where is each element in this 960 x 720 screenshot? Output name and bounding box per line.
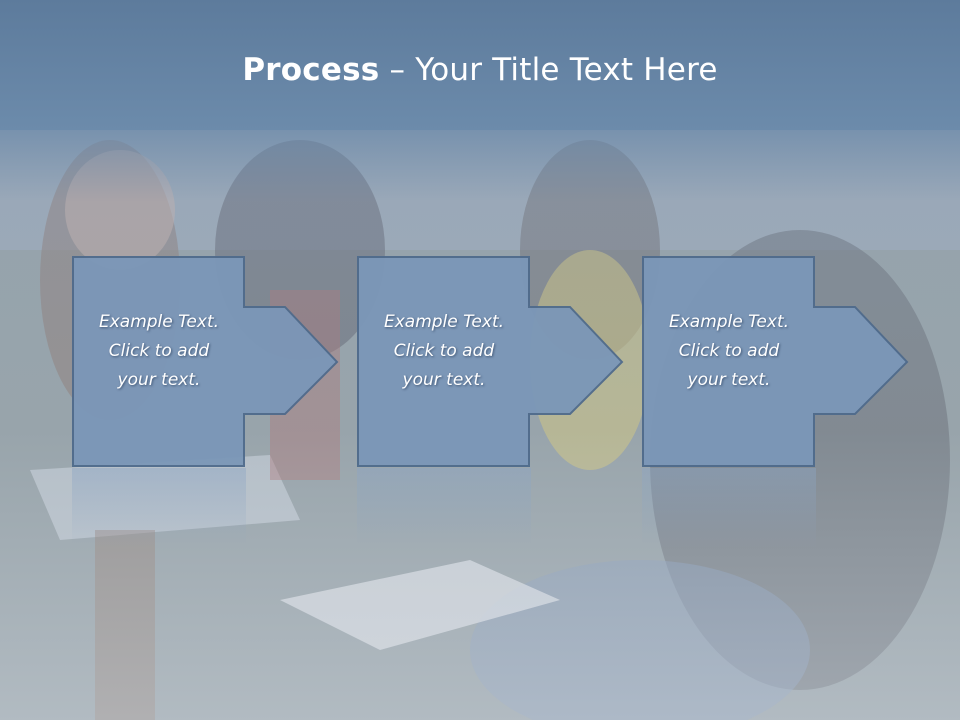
step-text-line-2: Click to add — [678, 341, 780, 361]
box-reflection-1 — [72, 468, 246, 548]
box-reflection-2 — [357, 468, 531, 548]
step-text-line-3: your text. — [402, 370, 486, 390]
step-text-line-2: Click to add — [393, 341, 495, 361]
step-text-line-1: Example Text. — [98, 312, 220, 332]
step-text-line-2: Click to add — [108, 341, 210, 361]
step-text[interactable]: Example Text. Click to add your text. — [357, 308, 531, 395]
title-bold: Process — [242, 52, 380, 88]
title-rest: – Your Title Text Here — [379, 52, 718, 88]
process-step-2[interactable]: Example Text. Click to add your text. — [357, 256, 627, 468]
step-text-line-1: Example Text. — [668, 312, 790, 332]
arrow-box-shape — [642, 256, 909, 467]
arrow-box-shape — [357, 256, 624, 467]
box-reflection-3 — [642, 468, 816, 548]
step-text-line-1: Example Text. — [383, 312, 505, 332]
step-text-line-3: your text. — [687, 370, 771, 390]
slide-title[interactable]: Process – Your Title Text Here — [0, 52, 960, 88]
step-text[interactable]: Example Text. Click to add your text. — [642, 308, 816, 395]
process-step-3[interactable]: Example Text. Click to add your text. — [642, 256, 912, 468]
step-text-line-3: your text. — [117, 370, 201, 390]
arrow-box-shape — [72, 256, 339, 467]
title-band — [0, 0, 960, 130]
process-step-1[interactable]: Example Text. Click to add your text. — [72, 256, 342, 468]
step-text[interactable]: Example Text. Click to add your text. — [72, 308, 246, 395]
